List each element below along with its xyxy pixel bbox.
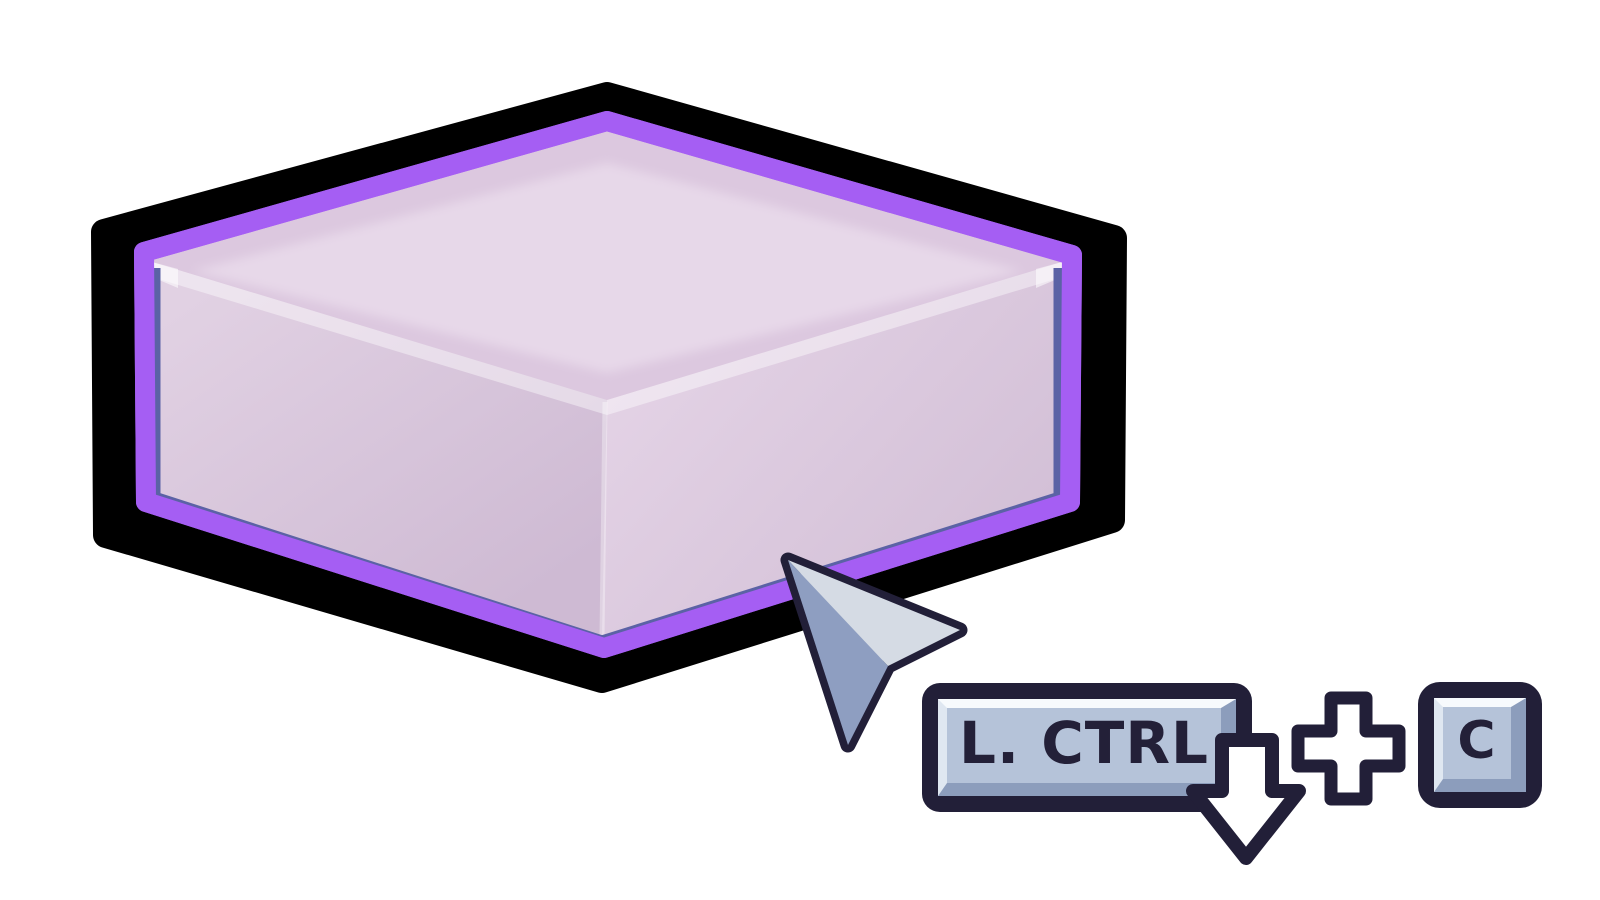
key-left-ctrl-label: L. CTRL — [959, 708, 1209, 777]
key-c: C — [1418, 682, 1542, 808]
block-front-seam — [599, 401, 608, 639]
block-left-face — [152, 262, 607, 638]
selected-block — [134, 111, 1082, 658]
key-c-label: C — [1457, 711, 1497, 771]
block-top-inset — [192, 163, 1022, 373]
key-left-ctrl-face: L. CTRL — [938, 699, 1236, 796]
key-left-ctrl: L. CTRL — [922, 683, 1252, 812]
block-outline-stroke — [134, 111, 1082, 658]
block-right-face — [602, 262, 1062, 638]
key-c-face: C — [1434, 698, 1526, 792]
mouse-cursor-icon — [780, 552, 968, 753]
